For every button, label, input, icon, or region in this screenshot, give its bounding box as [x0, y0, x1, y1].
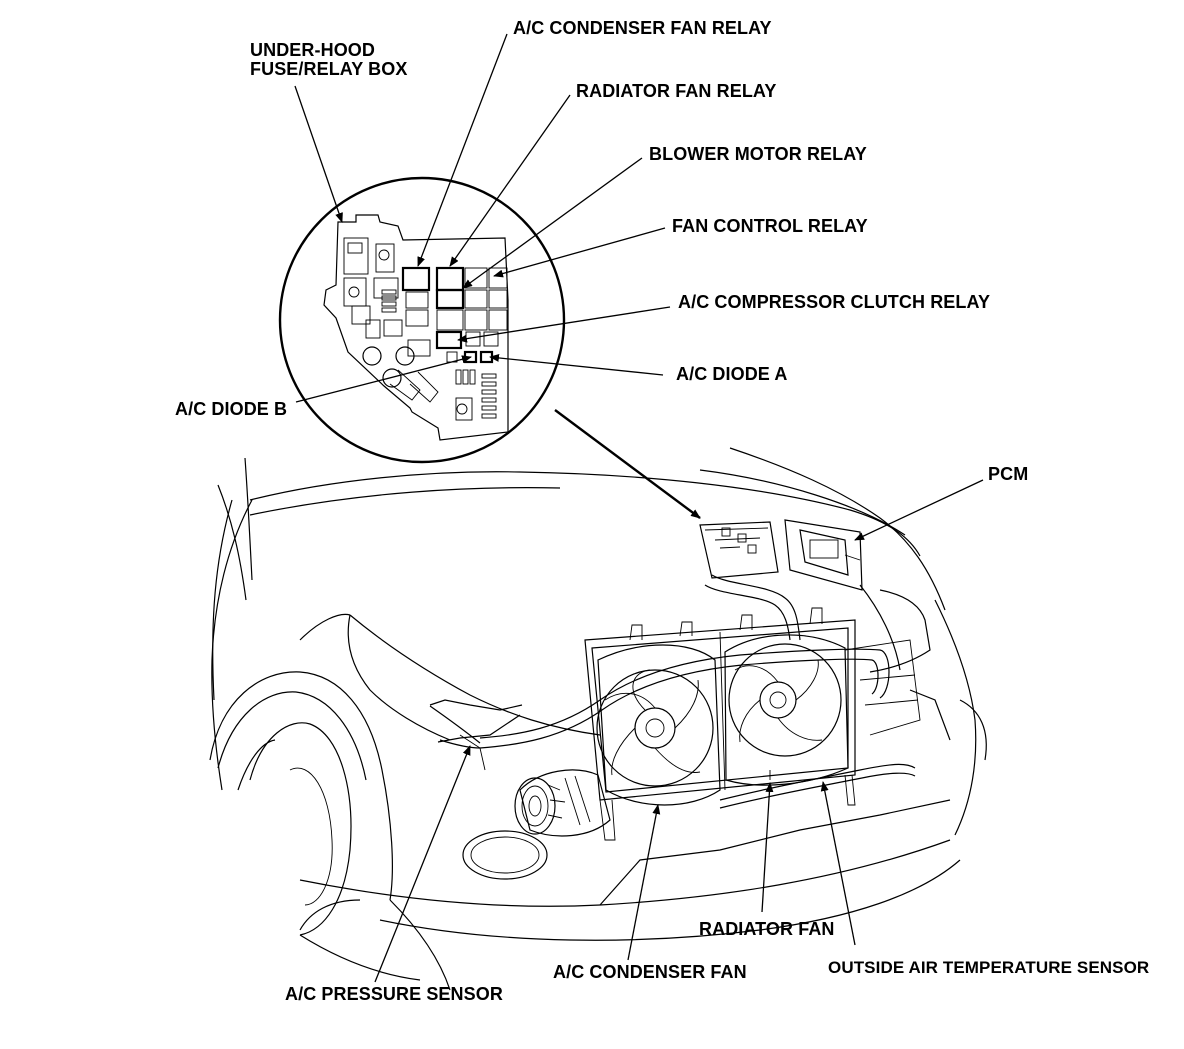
- label-pcm: PCM: [988, 464, 1029, 484]
- vehicle-body-outline: [209, 447, 987, 991]
- label-fan-control-relay: FAN CONTROL RELAY: [672, 216, 868, 236]
- label-under-hood-line2: FUSE/RELAY BOX: [250, 59, 408, 79]
- label-under-hood-fuse-relay-box: UNDER-HOOD FUSE/RELAY BOX: [250, 41, 407, 79]
- label-radiator-fan: RADIATOR FAN: [699, 919, 835, 939]
- label-radiator-fan-relay: RADIATOR FAN RELAY: [576, 81, 777, 101]
- label-outside-air-temperature-sensor: OUTSIDE AIR TEMPERATURE SENSOR: [828, 958, 1150, 977]
- label-ac-pressure-sensor: A/C PRESSURE SENSOR: [285, 984, 503, 1004]
- label-blower-motor-relay: BLOWER MOTOR RELAY: [649, 144, 867, 164]
- ac-refrigerant-lines: [429, 574, 916, 809]
- fuse-relay-box-magnified-view: [278, 176, 566, 464]
- label-ac-diode-a: A/C DIODE A: [676, 364, 788, 384]
- label-ac-compressor-clutch-relay: A/C COMPRESSOR CLUTCH RELAY: [678, 292, 991, 312]
- label-ac-diode-b: A/C DIODE B: [175, 399, 288, 419]
- callout-leader-lines: [294, 33, 984, 983]
- pcm-and-fuse-box-location: [699, 519, 863, 591]
- ac-compressor: [514, 769, 611, 837]
- label-ac-condenser-fan-relay: A/C CONDENSER FAN RELAY: [513, 18, 772, 38]
- label-under-hood-line1: UNDER-HOOD: [250, 40, 375, 60]
- label-ac-condenser-fan: A/C CONDENSER FAN: [553, 962, 747, 982]
- radiator-condenser-assembly: [584, 607, 856, 841]
